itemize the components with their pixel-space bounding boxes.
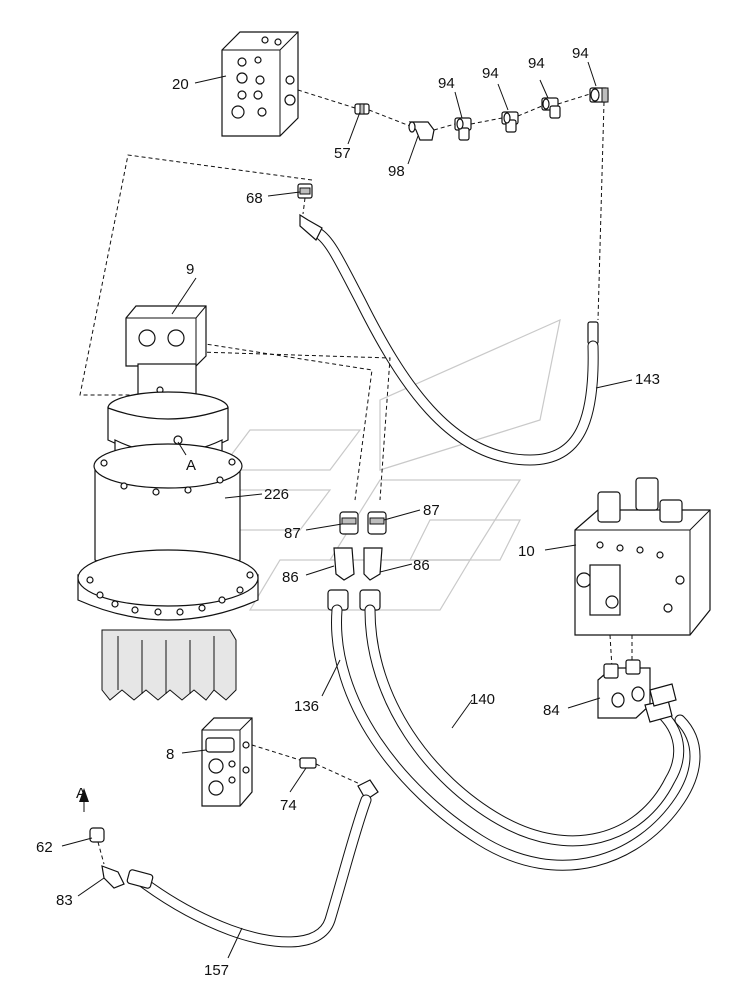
- fitting-62: [89, 827, 105, 843]
- valve-block-20: [221, 31, 299, 137]
- hose-157: [126, 779, 379, 948]
- callout-83: 83: [56, 892, 73, 909]
- callout-143: 143: [635, 371, 660, 388]
- callout-74: 74: [280, 797, 297, 814]
- callout-94-c: 94: [528, 55, 545, 72]
- callout-94-d: 94: [572, 45, 589, 62]
- callout-87-left: 87: [284, 525, 301, 542]
- callout-98: 98: [388, 163, 405, 180]
- fitting-57: [354, 103, 370, 115]
- fitting-87-right: [367, 511, 387, 535]
- callout-57: 57: [334, 145, 351, 162]
- callout-136: 136: [294, 698, 319, 715]
- callout-8: 8: [166, 746, 174, 763]
- callout-68: 68: [246, 190, 263, 207]
- callout-226: 226: [264, 486, 289, 503]
- callout-a-arrow: A: [76, 785, 86, 802]
- hose-143: [299, 213, 599, 466]
- fitting-68: [297, 183, 313, 199]
- callout-94-a: 94: [438, 75, 455, 92]
- arrow-up-icon: [79, 788, 89, 812]
- tee-94-d: [589, 87, 609, 103]
- callout-9: 9: [186, 261, 194, 278]
- swing-motor-226: [77, 305, 259, 701]
- elbow-83: [101, 865, 125, 889]
- valve-block-8: [201, 717, 253, 807]
- tee-94-a: [454, 117, 472, 141]
- callout-86-left: 86: [282, 569, 299, 586]
- callout-157: 157: [204, 962, 229, 979]
- tee-94-c: [541, 97, 561, 119]
- fitting-74: [299, 757, 317, 769]
- tee-94-b: [501, 111, 519, 133]
- flange-bolts: [86, 458, 254, 616]
- callout-20: 20: [172, 76, 189, 93]
- callout-62: 62: [36, 839, 53, 856]
- hose-136: [327, 589, 701, 871]
- fitting-87-left: [339, 511, 359, 535]
- leader-lines: [61, 61, 633, 959]
- elbow-86-left: [333, 547, 355, 581]
- watermark: [188, 318, 561, 611]
- callout-84: 84: [543, 702, 560, 719]
- callout-a-motor: A: [186, 457, 196, 474]
- callout-87-right: 87: [423, 502, 440, 519]
- valve-10: [574, 477, 711, 636]
- callout-140: 140: [470, 691, 495, 708]
- callout-10: 10: [518, 543, 535, 560]
- manifold-84: [597, 659, 677, 723]
- callout-labels: 20 57 98 94 94 94 94 68 9 A 226 87 87 86…: [36, 45, 660, 979]
- callout-86-right: 86: [413, 557, 430, 574]
- callout-94-b: 94: [482, 65, 499, 82]
- elbow-98: [408, 121, 435, 141]
- hose-140: [359, 589, 685, 847]
- elbow-86-right: [363, 547, 383, 581]
